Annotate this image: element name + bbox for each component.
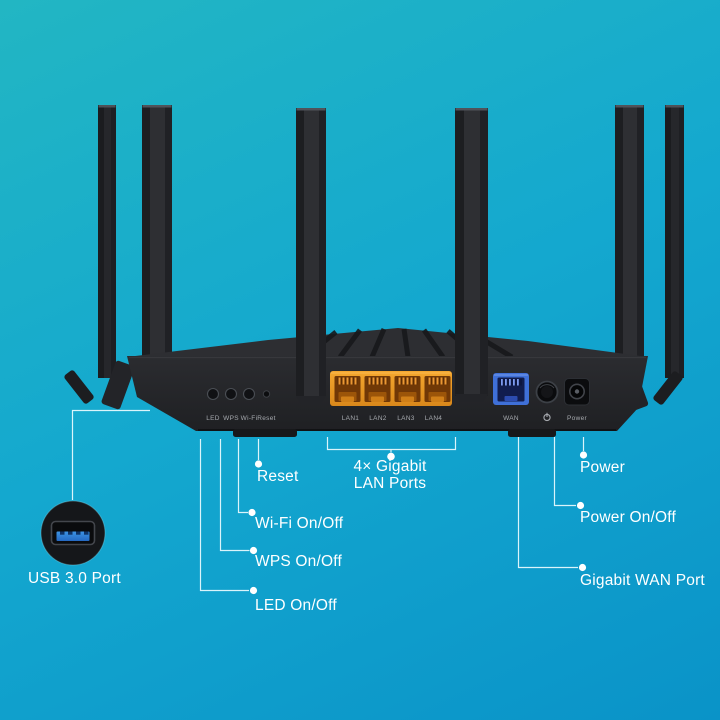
wifi-button	[242, 387, 256, 401]
power-jack	[564, 378, 590, 406]
power-switch-callout-line	[553, 437, 576, 507]
panel-label-led: LED	[206, 415, 220, 422]
antenna-4	[455, 108, 488, 402]
callout-dots	[248, 451, 588, 595]
panel-label-lan4: LAN4	[425, 415, 443, 422]
lan4-port	[424, 376, 451, 402]
wan-callout-line	[517, 437, 578, 569]
usb-tongue	[56, 531, 90, 541]
reset-button	[262, 390, 271, 398]
lan-callout-bracket	[326, 437, 457, 451]
antenna-1	[98, 105, 116, 378]
lan-callout-line1: 4× Gigabit	[353, 458, 427, 475]
power-symbol-icon	[543, 412, 551, 422]
antenna-hinge-left	[64, 360, 135, 410]
power-callout-label: Power	[580, 459, 625, 476]
wps-callout-line	[219, 439, 250, 552]
callout-lines	[71, 409, 585, 592]
reset-callout-label: Reset	[257, 468, 299, 485]
router-foot-left	[233, 429, 297, 437]
wan-port	[493, 373, 529, 405]
antenna-6	[665, 105, 684, 378]
panel-label-power: Power	[567, 415, 587, 422]
wan-callout-label: Gigabit WAN Port	[580, 572, 705, 589]
panel-label-wifi: Wi-Fi	[241, 415, 258, 422]
panel-label-reset: Reset	[257, 415, 275, 422]
lan-callout-label: 4× Gigabit LAN Ports	[325, 458, 455, 492]
led-callout-label: LED On/Off	[255, 597, 337, 614]
power-switch-button	[535, 380, 559, 404]
wps-button	[224, 387, 238, 401]
antenna-2	[142, 105, 172, 373]
usb-port-badge	[40, 500, 106, 566]
antenna-5	[615, 105, 644, 373]
panel-label-wan: WAN	[503, 415, 519, 422]
lan-callout-line2: LAN Ports	[353, 475, 427, 492]
antenna-3	[296, 108, 326, 404]
lan-ports-block	[330, 371, 452, 406]
panel-label-lan2: LAN2	[369, 415, 387, 422]
router-foot-right	[508, 429, 556, 437]
led-button	[206, 387, 220, 401]
usb-callout-label: USB 3.0 Port	[28, 570, 121, 587]
lan3-port	[394, 376, 421, 402]
usb-callout-line	[71, 409, 150, 500]
wifi-callout-label: Wi-Fi On/Off	[255, 515, 344, 532]
panel-label-lan1: LAN1	[342, 415, 360, 422]
panel-label-lan3: LAN3	[397, 415, 415, 422]
wps-callout-label: WPS On/Off	[255, 553, 342, 570]
panel-label-wps: WPS	[223, 415, 239, 422]
lan1-port	[334, 376, 361, 402]
wifi-callout-line	[237, 439, 248, 514]
power-switch-callout-label: Power On/Off	[580, 509, 677, 526]
lan2-port	[364, 376, 391, 402]
router-top-ridges	[127, 328, 648, 360]
led-callout-line	[199, 439, 249, 592]
